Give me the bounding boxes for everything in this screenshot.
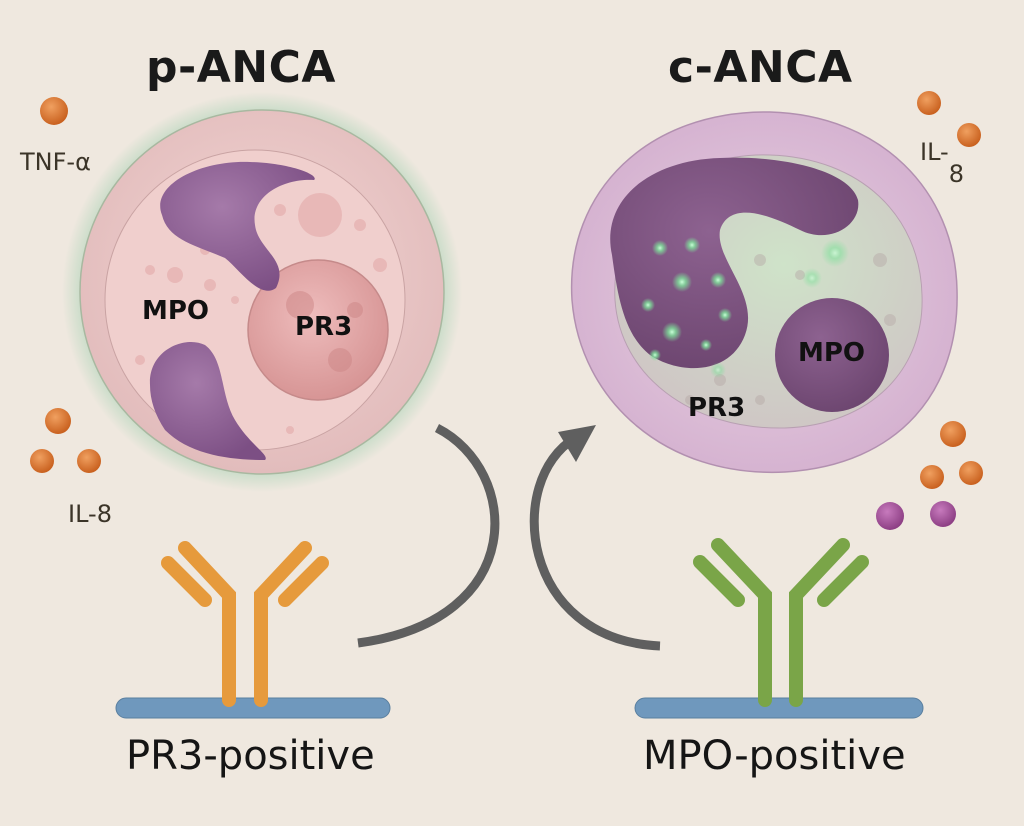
pr3-label-right: PR3: [688, 393, 746, 423]
pr3-granule: [247, 259, 389, 401]
pr3-label-left: PR3: [295, 312, 353, 342]
il8-label-right: IL-8: [920, 138, 964, 188]
arrowhead-icon: [558, 425, 596, 462]
il8-particle: [917, 91, 941, 115]
il8-particle: [957, 123, 981, 147]
p-anca-neutrophil: [62, 92, 462, 492]
p-anca-title: p-ANCA: [146, 42, 336, 93]
il8-label-main: IL-: [920, 138, 949, 166]
il8-particle: [940, 421, 966, 447]
mpo-particle: [930, 501, 956, 527]
cytoplasmic-fluorescence: [641, 237, 849, 378]
cytokines-right: [876, 91, 983, 530]
tnf-alpha-label: TNF-α: [20, 148, 91, 176]
cytokines-left: [30, 97, 101, 473]
antibody-mpo: [693, 538, 869, 707]
mpo-label-left: MPO: [142, 296, 210, 326]
cell-surface-membrane-left: [115, 697, 391, 719]
arrow-curve-left: [529, 434, 661, 651]
c-anca-neutrophil: [570, 111, 958, 474]
il8-label-left: IL-8: [68, 500, 112, 528]
il8-particle: [920, 465, 944, 489]
cell-surface-membrane-right: [634, 697, 924, 719]
pr3-positive-caption: PR3-positive: [126, 733, 375, 779]
mpo-granule: [775, 298, 889, 412]
il8-particle: [30, 449, 54, 473]
il8-particle: [45, 408, 71, 434]
antibody-pr3: [161, 541, 329, 707]
nucleus-lobe-upper: [160, 161, 315, 291]
nucleus: [610, 157, 859, 369]
il8-label-sub: 8: [948, 160, 964, 188]
mpo-label-right: MPO: [798, 338, 866, 368]
il8-particle: [959, 461, 983, 485]
tnf-alpha-particle: [40, 97, 68, 125]
nucleus-lobe-lower: [149, 341, 266, 460]
il8-particle: [77, 449, 101, 473]
mpo-positive-caption: MPO-positive: [643, 733, 906, 779]
c-anca-title: c-ANCA: [668, 42, 853, 93]
arrow-curve-right: [357, 423, 500, 648]
transition-arrows: [357, 423, 661, 651]
mpo-particle: [876, 502, 904, 530]
